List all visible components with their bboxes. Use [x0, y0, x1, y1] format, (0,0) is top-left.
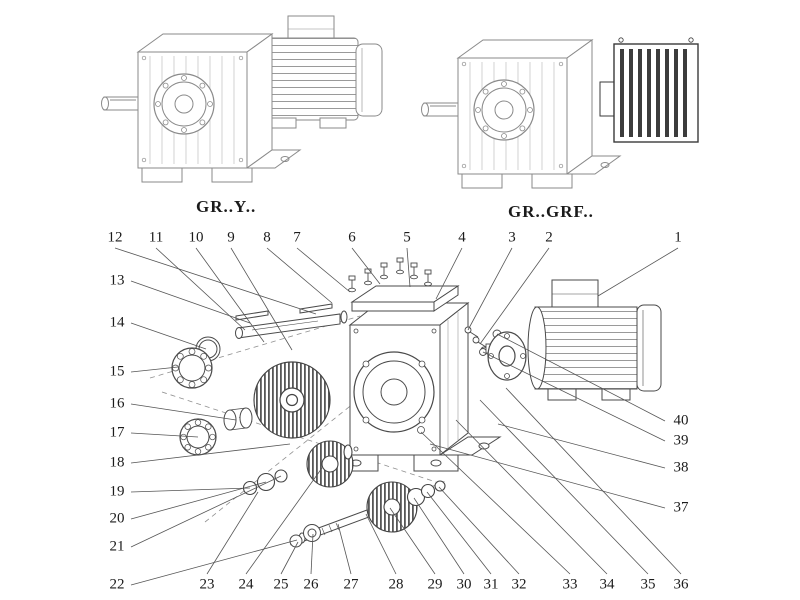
callout-number: 17 — [109, 424, 125, 441]
callout-number: 5 — [403, 229, 411, 246]
callout-number: 1 — [674, 229, 682, 246]
callout-number: 37 — [673, 499, 689, 516]
callout-number: 38 — [673, 459, 689, 476]
callout-number: 28 — [388, 576, 404, 593]
exploded-assembly — [149, 257, 662, 548]
callout-number: 25 — [273, 576, 289, 593]
callout-number: 23 — [199, 576, 215, 593]
callout-number: 20 — [109, 510, 125, 527]
callout-number: 15 — [109, 363, 125, 380]
callout-number: 24 — [238, 576, 254, 593]
callout-number: 36 — [673, 576, 689, 593]
variant-label-gr-y: GR..Y.. — [196, 197, 257, 216]
callout-number: 18 — [109, 454, 125, 471]
leader-lines — [114, 247, 682, 586]
callout-number: 31 — [483, 576, 499, 593]
callout-number: 32 — [511, 576, 527, 593]
callout-number: 16 — [109, 395, 125, 412]
callout-number: 13 — [109, 272, 125, 289]
callout-number: 30 — [456, 576, 472, 593]
callout-number: 12 — [107, 229, 123, 246]
callout-number: 7 — [293, 229, 301, 246]
callout-number: 26 — [303, 576, 319, 593]
callout-number: 22 — [109, 576, 125, 593]
callout-number: 10 — [188, 229, 204, 246]
callout-number: 11 — [148, 229, 164, 246]
callout-number: 4 — [458, 229, 466, 246]
assembled-unit-gr-y — [100, 15, 383, 183]
callout-number: 29 — [427, 576, 443, 593]
callout-number: 35 — [640, 576, 656, 593]
callout-number: 2 — [545, 229, 553, 246]
callout-number: 9 — [227, 229, 235, 246]
variant-label-gr-grf: GR..GRF.. — [508, 202, 594, 221]
callout-number: 27 — [343, 576, 359, 593]
callout-number: 14 — [109, 314, 125, 331]
callout-number: 19 — [109, 483, 125, 500]
callout-number: 8 — [263, 229, 271, 246]
assembled-unit-gr-grf — [420, 37, 699, 189]
callout-number: 6 — [348, 229, 356, 246]
callout-number: 39 — [673, 432, 689, 449]
callout-number: 40 — [673, 412, 689, 429]
callout-number: 33 — [562, 576, 578, 593]
callout-number: 21 — [109, 538, 125, 555]
callout-number: 3 — [508, 229, 516, 246]
callout-number: 34 — [599, 576, 615, 593]
